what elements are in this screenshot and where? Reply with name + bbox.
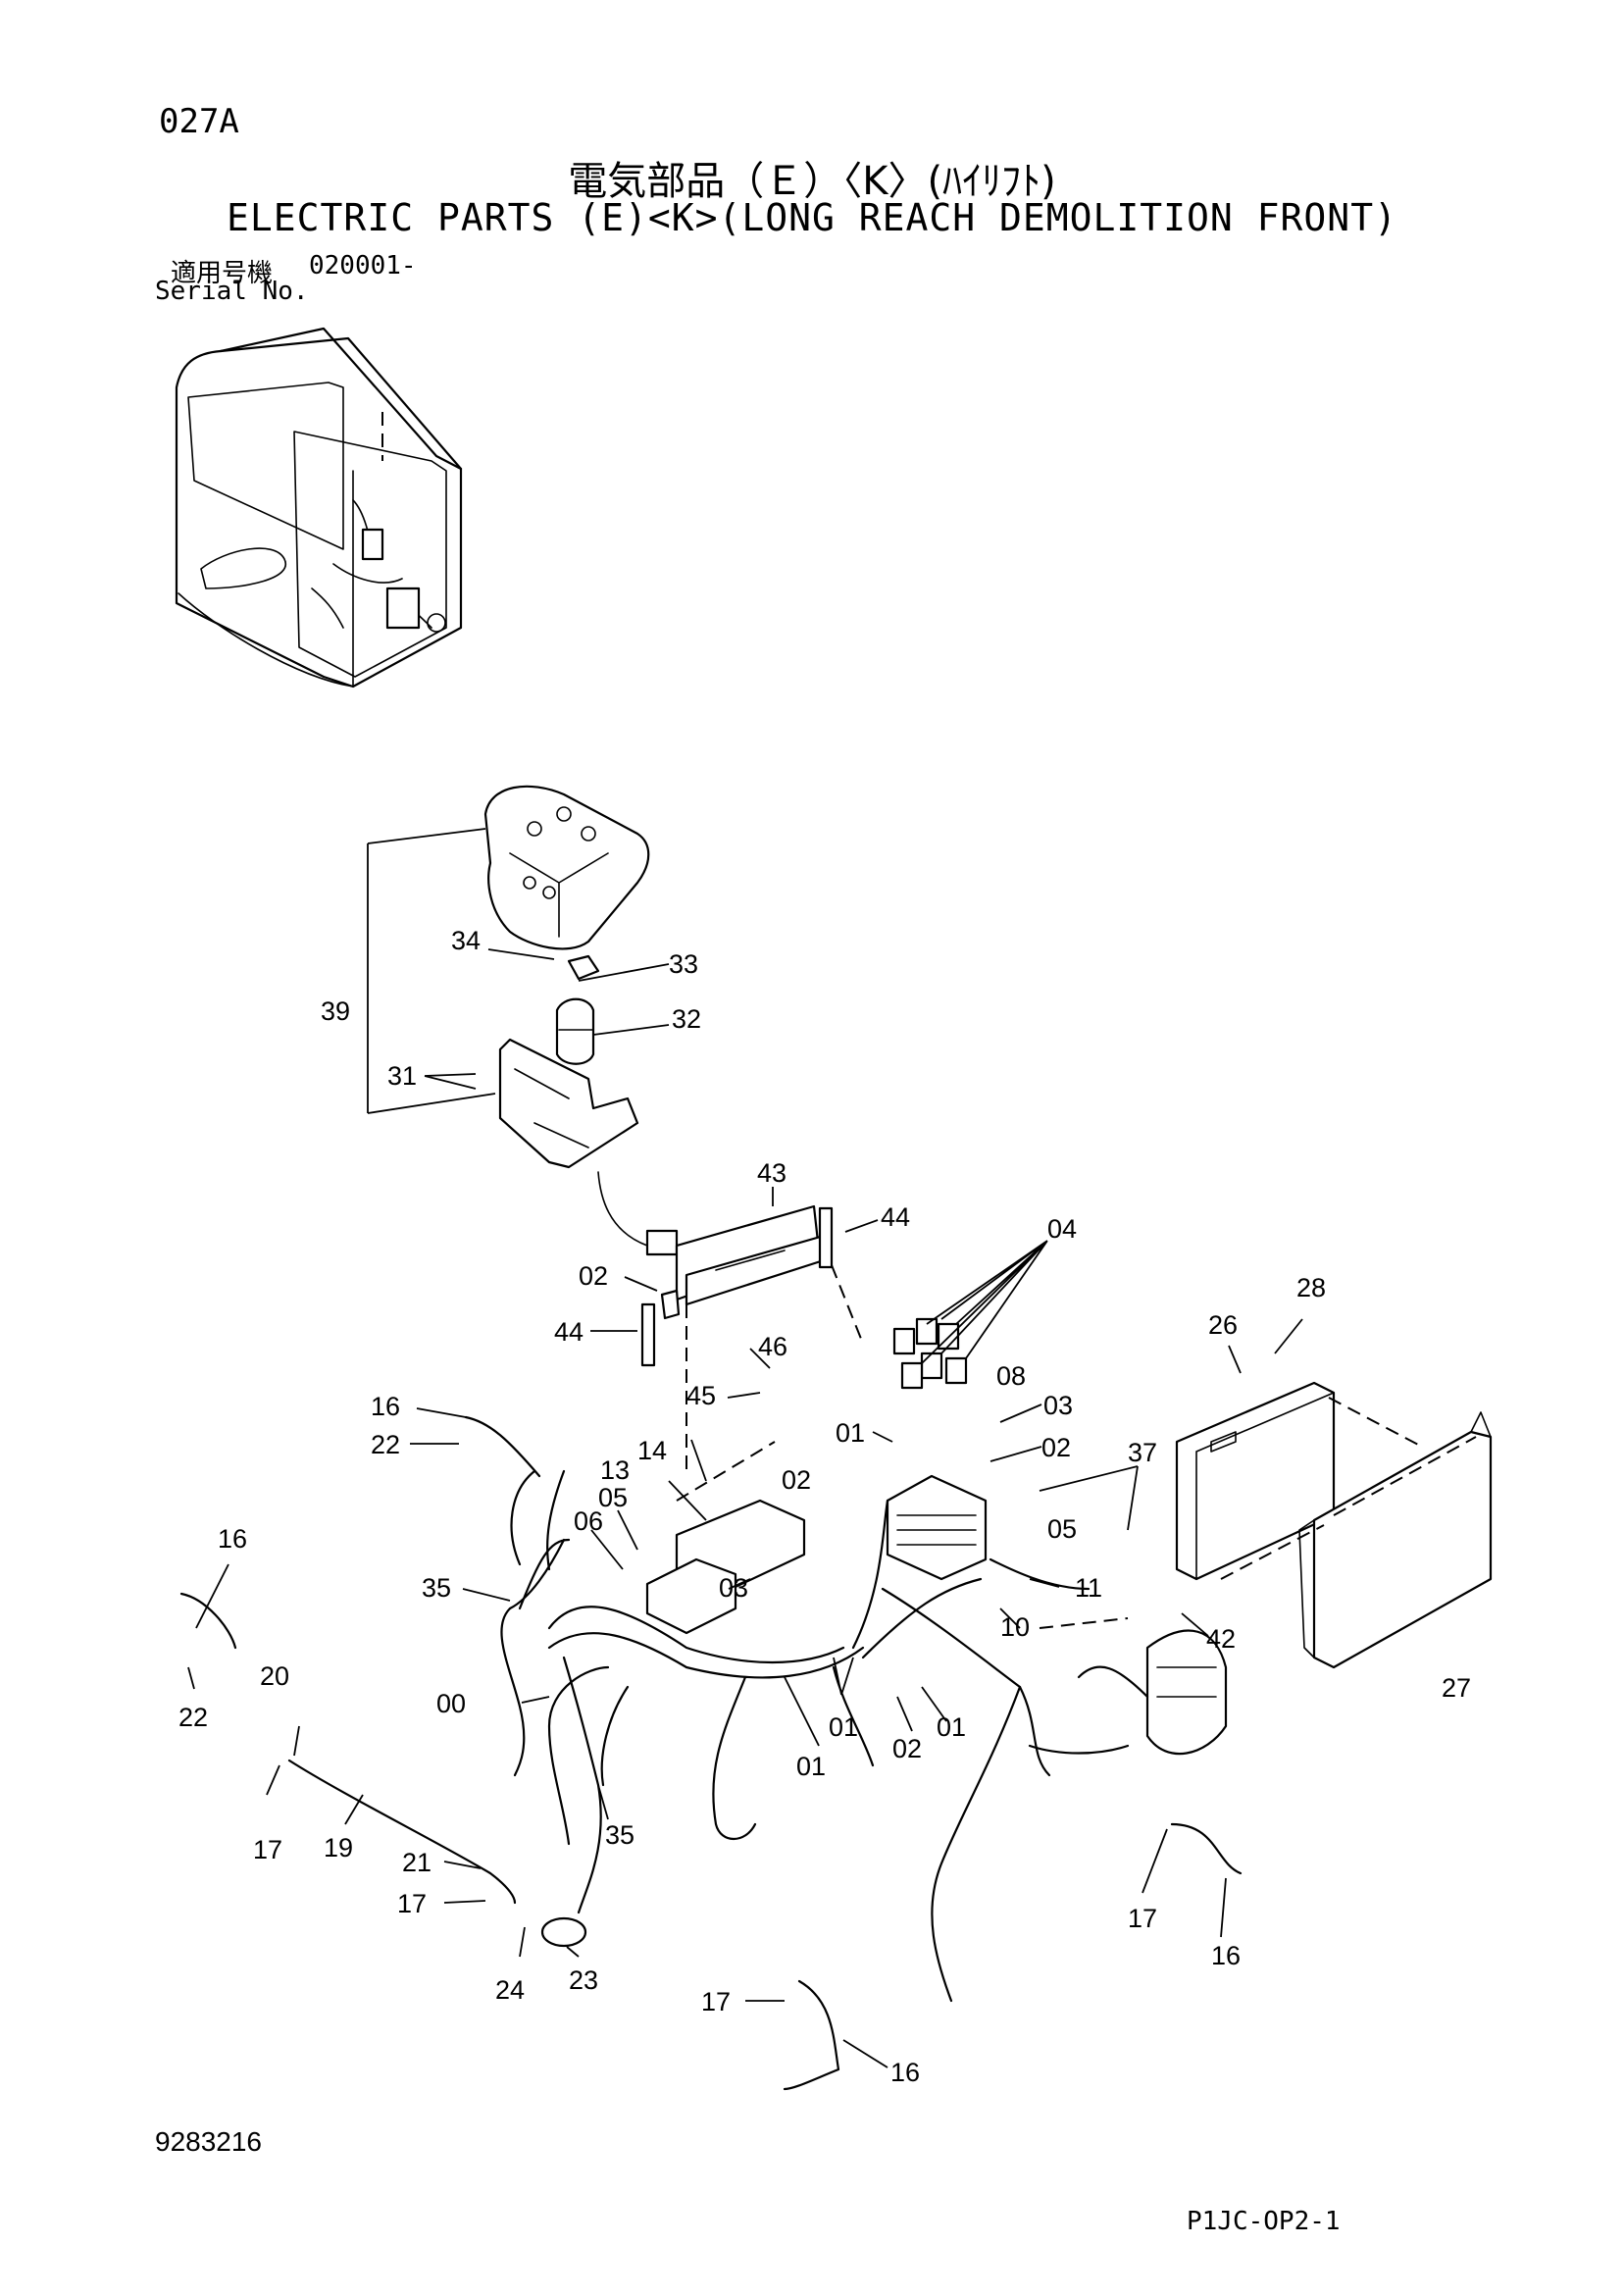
callout-14: 14 — [637, 1436, 667, 1465]
callout-02-center: 02 — [782, 1465, 811, 1495]
callout-02-mid: 02 — [1041, 1433, 1071, 1462]
callout-39: 39 — [321, 996, 350, 1026]
callout-16-top: 16 — [371, 1392, 400, 1421]
callout-34: 34 — [451, 926, 481, 955]
controller-26 — [1175, 1381, 1336, 1581]
callout-27: 27 — [1442, 1673, 1471, 1703]
cab-overview — [175, 327, 463, 689]
serial-label-japanese: 適用号機 — [171, 259, 274, 288]
callout-46: 46 — [758, 1332, 787, 1361]
document-number: 9283216 — [155, 2126, 263, 2157]
callout-17-left: 17 — [253, 1835, 282, 1864]
callout-22-left: 22 — [178, 1703, 208, 1732]
battery-cable-19 — [287, 1759, 517, 1905]
callout-26: 26 — [1208, 1310, 1238, 1340]
dashed-relations — [676, 1264, 1477, 1629]
callout-labels: 34 33 39 32 31 43 44 04 02 44 28 26 46 0… — [178, 926, 1471, 2087]
callout-02-top: 02 — [579, 1261, 608, 1291]
callout-20: 20 — [260, 1661, 289, 1691]
callout-35-lower: 35 — [605, 1820, 634, 1850]
page-code: 027A — [159, 102, 239, 141]
relay-cluster-04 — [892, 1317, 968, 1390]
callout-13: 13 — [600, 1455, 630, 1485]
callout-24: 24 — [495, 1975, 525, 2005]
callout-44-left: 44 — [554, 1317, 584, 1347]
callout-23: 23 — [569, 1965, 598, 1995]
title-japanese: 電気部品（Ｅ）〈K〉(ﾊｲﾘﾌﾄ) — [568, 159, 1056, 204]
callout-01-right: 01 — [937, 1712, 966, 1742]
callout-28: 28 — [1296, 1273, 1326, 1302]
leader-lines — [187, 948, 1303, 2068]
callout-04: 04 — [1047, 1214, 1077, 1244]
serial-label-english: Serial No. — [155, 277, 309, 306]
callout-45: 45 — [686, 1381, 716, 1410]
cover-plate-27 — [1298, 1411, 1493, 1669]
title-english: ELECTRIC PARTS (E)<K>(LONG REACH DEMOLIT… — [227, 196, 1397, 239]
control-box-assembly — [367, 785, 679, 1256]
callout-00: 00 — [436, 1689, 466, 1718]
sheet-code: P1JC-OP2-1 — [1187, 2207, 1341, 2236]
callout-02-lower: 02 — [892, 1734, 922, 1763]
serial-number: 020001- — [309, 251, 417, 281]
callout-35-upper: 35 — [422, 1573, 451, 1603]
callout-16-bottom: 16 — [890, 2058, 920, 2087]
ground-cable-16-right — [1170, 1822, 1243, 1875]
callout-06: 06 — [574, 1506, 603, 1536]
callout-19: 19 — [324, 1833, 353, 1862]
callout-16-right: 16 — [1211, 1941, 1241, 1970]
callout-44-top: 44 — [881, 1202, 910, 1232]
callout-05-left: 05 — [598, 1483, 628, 1512]
callout-37: 37 — [1128, 1438, 1157, 1467]
callout-31: 31 — [387, 1061, 417, 1091]
callout-33: 33 — [669, 949, 698, 979]
callout-17-mid: 17 — [397, 1889, 427, 1918]
callout-43: 43 — [757, 1158, 787, 1188]
callout-10: 10 — [1000, 1612, 1030, 1642]
ground-cable-16-bottom — [783, 1979, 840, 2091]
callout-17-right: 17 — [1128, 1904, 1157, 1933]
callout-01-lower: 01 — [796, 1752, 826, 1781]
ground-cable-16-top — [464, 1415, 541, 1478]
callout-05-right: 05 — [1047, 1514, 1077, 1544]
callout-03-top: 03 — [1043, 1391, 1073, 1420]
main-harness — [500, 1469, 1228, 2003]
callout-11: 11 — [1075, 1573, 1102, 1603]
grommet-23 — [540, 1916, 587, 1948]
callout-03-center: 03 — [719, 1573, 748, 1603]
ground-cable-16-left — [179, 1592, 237, 1650]
callout-17-bottom: 17 — [701, 1987, 731, 2016]
callout-08: 08 — [996, 1361, 1026, 1391]
harness-cover-43 — [640, 1204, 834, 1367]
callout-42: 42 — [1206, 1624, 1236, 1654]
callout-22-top: 22 — [371, 1430, 400, 1459]
callout-01-center: 01 — [829, 1712, 858, 1742]
callout-01-top: 01 — [836, 1418, 865, 1448]
callout-16-left: 16 — [218, 1524, 247, 1554]
callout-32: 32 — [672, 1004, 701, 1034]
callout-21: 21 — [402, 1848, 431, 1877]
